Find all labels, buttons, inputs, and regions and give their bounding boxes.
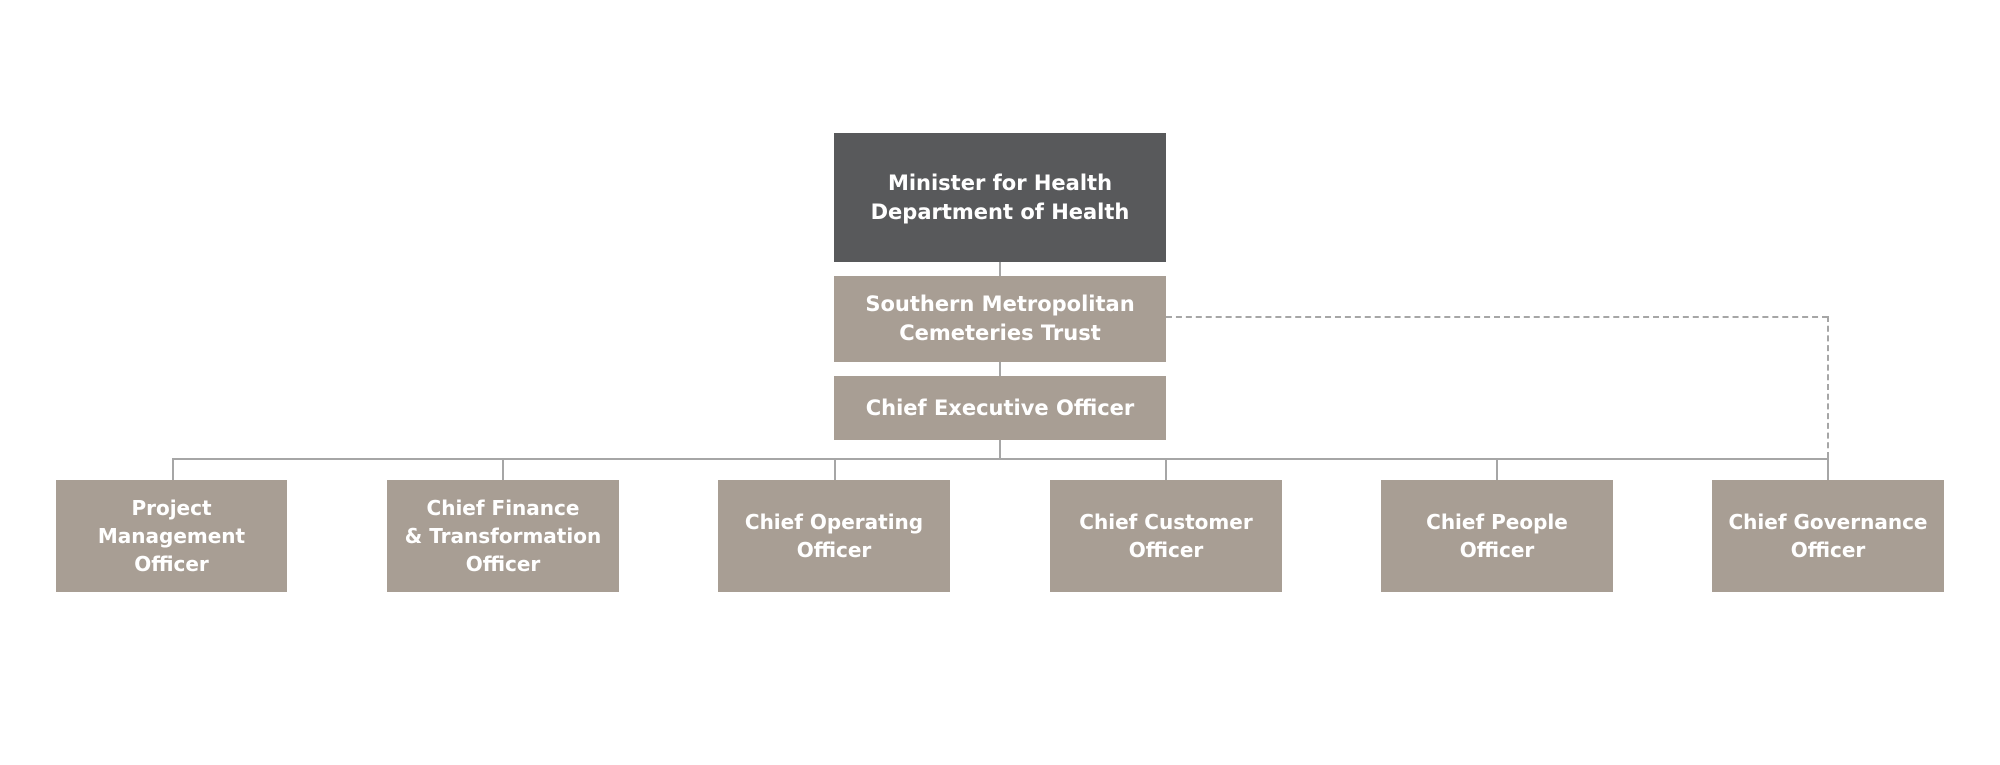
chief-finance-transformation-officer-box: Chief Finance & Transformation Officer xyxy=(387,480,619,592)
chief-customer-officer-label: Chief Customer Officer xyxy=(1079,510,1253,562)
trust-label: Southern Metropolitan Cemeteries Trust xyxy=(865,292,1135,345)
project-management-officer-box: Project Management Officer xyxy=(56,480,287,592)
chief-people-officer-box: Chief People Officer xyxy=(1381,480,1613,592)
minister-label: Minister for Health Department of Health xyxy=(870,170,1130,224)
chief-operating-officer-label: Chief Operating Officer xyxy=(744,510,924,562)
dashed-line-trust-governance xyxy=(1166,316,1828,318)
connector-report-3 xyxy=(834,458,836,480)
ceo-label: Chief Executive Officer xyxy=(865,395,1135,420)
trust-box: Southern Metropolitan Cemeteries Trust xyxy=(834,276,1166,362)
connector-report-1 xyxy=(172,458,174,480)
ceo-box: Chief Executive Officer xyxy=(834,376,1166,440)
connector-report-2 xyxy=(502,458,504,480)
dashed-line-governance-drop xyxy=(1827,316,1829,458)
connector-trust-ceo xyxy=(999,362,1001,376)
minister-box: Minister for Health Department of Health xyxy=(834,133,1166,262)
connector-report-6 xyxy=(1827,458,1829,480)
project-management-officer-label: Project Management Officer xyxy=(97,496,246,576)
chief-operating-officer-box: Chief Operating Officer xyxy=(718,480,950,592)
chief-people-officer-label: Chief People Officer xyxy=(1426,510,1568,562)
connector-report-4 xyxy=(1165,458,1167,480)
chief-finance-transformation-officer-label: Chief Finance & Transformation Officer xyxy=(404,496,602,576)
connector-report-5 xyxy=(1496,458,1498,480)
connector-ceo-bus xyxy=(999,440,1001,459)
chief-governance-officer-label: Chief Governance Officer xyxy=(1728,510,1928,562)
chief-governance-officer-box: Chief Governance Officer xyxy=(1712,480,1944,592)
connector-minister-trust xyxy=(999,262,1001,276)
connector-report-bus xyxy=(172,458,1829,460)
chief-customer-officer-box: Chief Customer Officer xyxy=(1050,480,1282,592)
